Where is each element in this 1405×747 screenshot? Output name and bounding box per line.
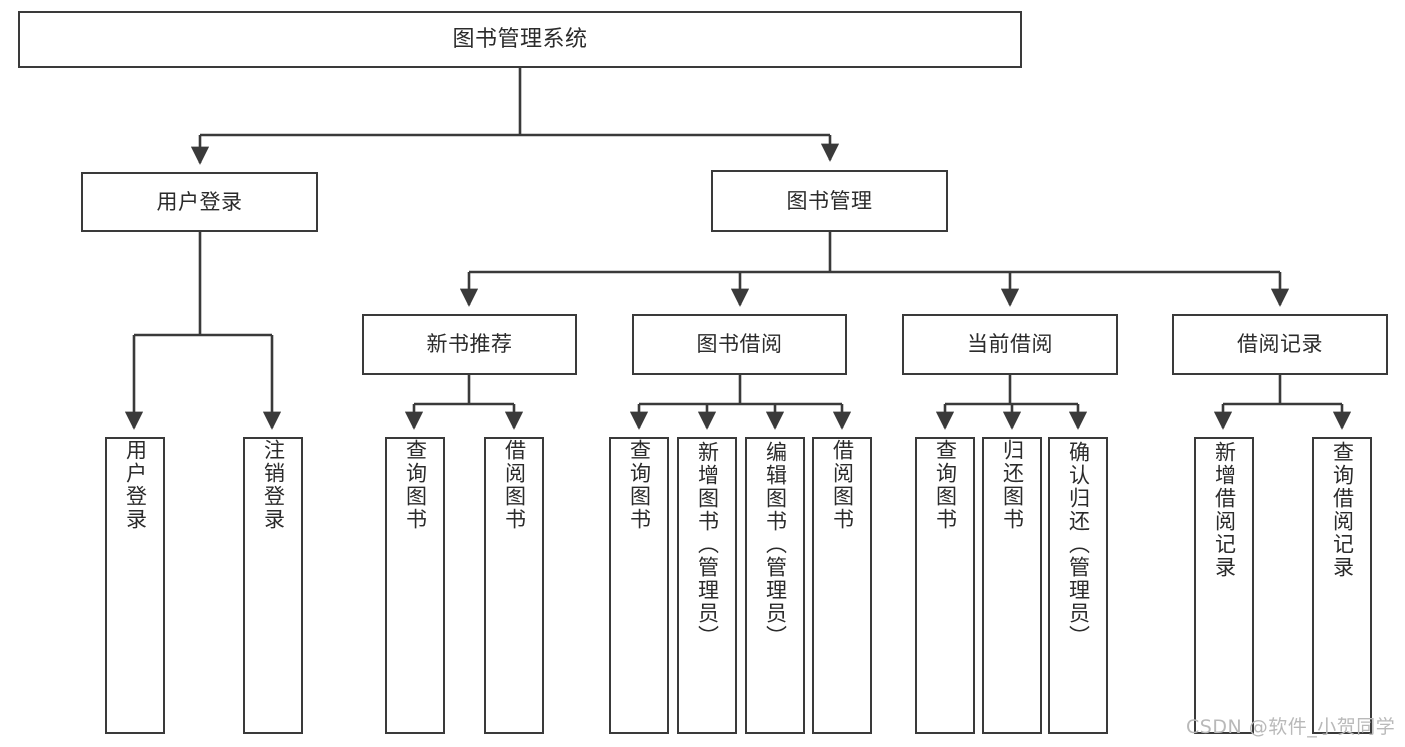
- node-label: 图书管理: [786, 188, 873, 213]
- node-label: 用户登录: [123, 439, 148, 531]
- node-label: 借阅图书: [502, 439, 527, 531]
- node-label: 新增图书（管理员）: [695, 441, 720, 648]
- node-label: 用户登录: [156, 189, 243, 214]
- node-label: 查询借阅记录: [1330, 441, 1355, 579]
- node-label: 编辑图书（管理员）: [763, 441, 788, 648]
- leaf-query-book-recommend[interactable]: 查询图书: [385, 437, 445, 734]
- node-new-book-recommend[interactable]: 新书推荐: [362, 314, 577, 375]
- node-label: 归还图书: [1000, 439, 1025, 531]
- node-label: 新增借阅记录: [1212, 441, 1237, 579]
- leaf-user-login[interactable]: 用户登录: [105, 437, 165, 734]
- node-label: 当前借阅: [967, 332, 1053, 357]
- node-root-book-management-system[interactable]: 图书管理系统: [18, 11, 1022, 68]
- leaf-borrow-book[interactable]: 借阅图书: [812, 437, 872, 734]
- node-label: 新书推荐: [426, 332, 513, 357]
- leaf-query-borrow-record[interactable]: 查询借阅记录: [1312, 437, 1372, 734]
- node-label: 查询图书: [933, 439, 958, 531]
- node-label: 借阅图书: [830, 439, 855, 531]
- leaf-add-book-admin[interactable]: 新增图书（管理员）: [677, 437, 737, 734]
- node-borrow-record[interactable]: 借阅记录: [1172, 314, 1388, 375]
- node-current-borrow[interactable]: 当前借阅: [902, 314, 1118, 375]
- node-label: 图书借阅: [696, 332, 783, 357]
- node-book-manage[interactable]: 图书管理: [711, 170, 948, 232]
- node-label: 借阅记录: [1237, 332, 1323, 357]
- node-book-borrow[interactable]: 图书借阅: [632, 314, 847, 375]
- leaf-query-book-current[interactable]: 查询图书: [915, 437, 975, 734]
- leaf-logout[interactable]: 注销登录: [243, 437, 303, 734]
- leaf-return-book[interactable]: 归还图书: [982, 437, 1042, 734]
- node-label: 注销登录: [261, 439, 286, 531]
- node-label: 查询图书: [627, 439, 652, 531]
- node-label: 图书管理系统: [452, 26, 588, 52]
- node-label: 确认归还（管理员）: [1066, 441, 1091, 648]
- leaf-query-book-borrow[interactable]: 查询图书: [609, 437, 669, 734]
- leaf-borrow-book-recommend[interactable]: 借阅图书: [484, 437, 544, 734]
- node-user-login[interactable]: 用户登录: [81, 172, 318, 232]
- leaf-add-borrow-record[interactable]: 新增借阅记录: [1194, 437, 1254, 734]
- leaf-confirm-return-admin[interactable]: 确认归还（管理员）: [1048, 437, 1108, 734]
- leaf-edit-book-admin[interactable]: 编辑图书（管理员）: [745, 437, 805, 734]
- node-label: 查询图书: [403, 439, 428, 531]
- csdn-watermark: CSDN @软件_小贺同学: [1186, 716, 1396, 738]
